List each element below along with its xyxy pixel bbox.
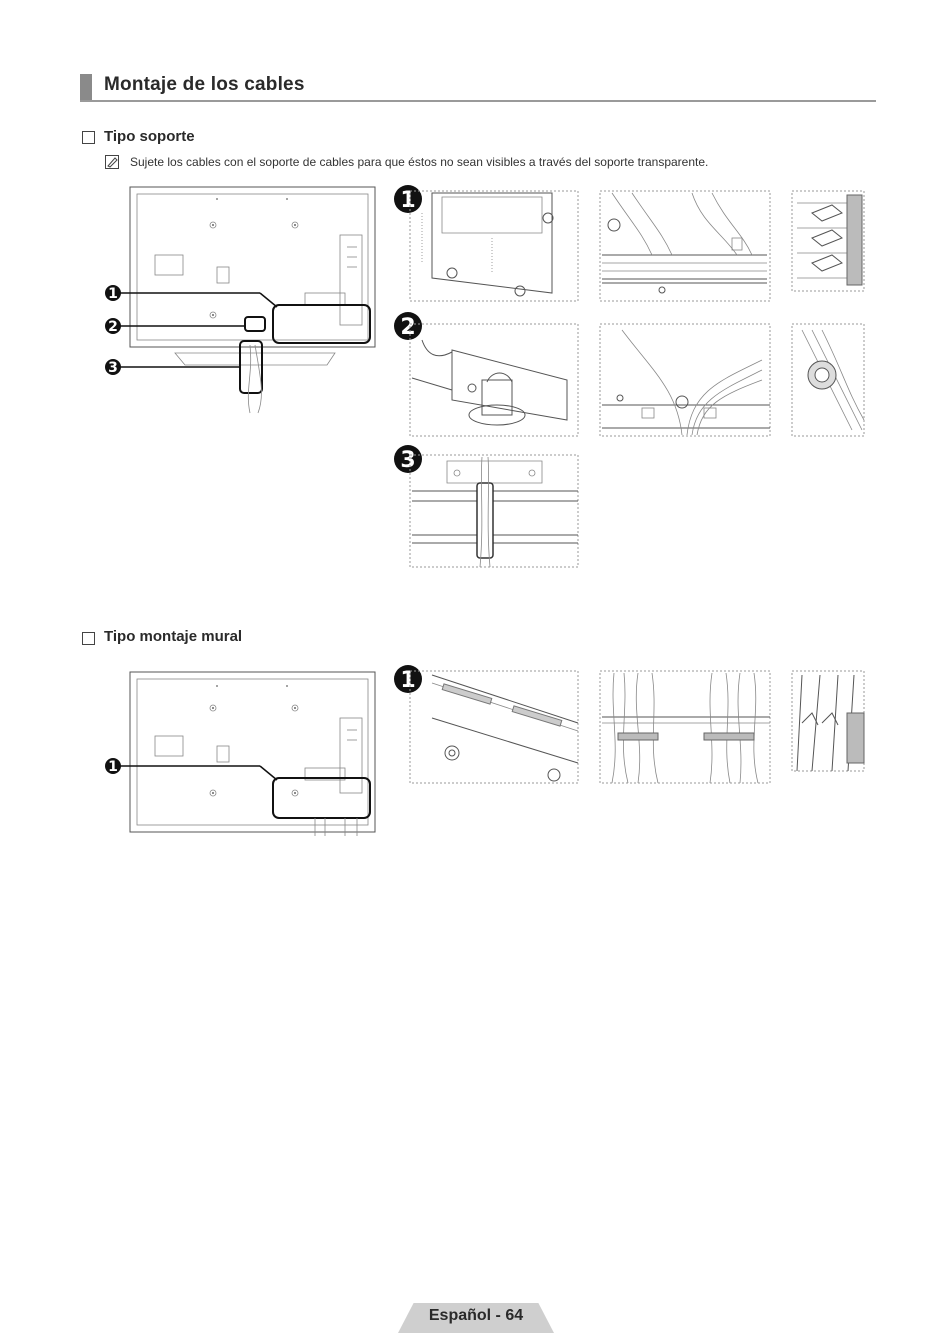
- svg-text:1: 1: [108, 286, 118, 302]
- tv-back-illustration-stand: 1 2 3: [95, 185, 385, 415]
- detail-row-2: 2: [392, 310, 872, 440]
- detail-row-1: 1: [392, 183, 872, 303]
- detail-callout-2: 2: [394, 312, 422, 340]
- detail-row-wall: 1: [392, 663, 872, 788]
- callout-1: 1: [105, 758, 121, 775]
- svg-text:1: 1: [400, 188, 415, 213]
- svg-text:2: 2: [108, 319, 118, 335]
- section-title-wall-mount: Tipo montaje mural: [104, 628, 242, 645]
- svg-text:3: 3: [400, 448, 415, 473]
- svg-text:2: 2: [400, 315, 415, 340]
- note-icon: [105, 155, 119, 169]
- svg-text:3: 3: [108, 360, 118, 376]
- section-title-stand: Tipo soporte: [104, 128, 195, 145]
- callout-2: 2: [105, 318, 121, 335]
- callout-3: 3: [105, 359, 121, 376]
- page-title: Montaje de los cables: [104, 74, 305, 96]
- checkbox-square-icon: [82, 131, 95, 144]
- page-number: Español - 64: [398, 1307, 554, 1325]
- note-text: Sujete los cables con el soporte de cabl…: [130, 155, 708, 169]
- callout-1: 1: [105, 285, 121, 302]
- detail-row-3: 3: [392, 443, 592, 573]
- svg-text:1: 1: [108, 759, 118, 775]
- checkbox-square-icon: [82, 632, 95, 645]
- detail-callout-1: 1: [394, 665, 422, 693]
- title-accent-bar: [80, 74, 92, 102]
- detail-callout-3: 3: [394, 445, 422, 473]
- detail-callout-1: 1: [394, 185, 422, 213]
- svg-text:1: 1: [400, 668, 415, 693]
- title-rule: [80, 100, 876, 102]
- tv-back-illustration-wall: 1: [95, 668, 385, 843]
